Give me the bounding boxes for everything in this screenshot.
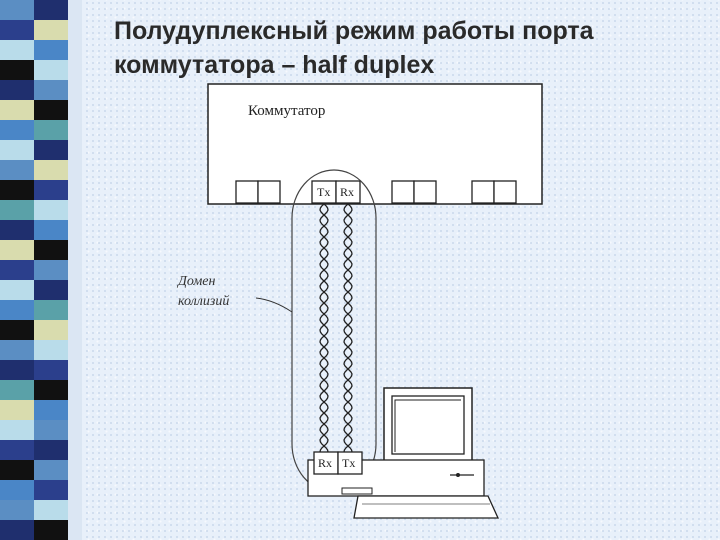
monitor-screen <box>391 395 465 455</box>
stripe-block <box>0 480 34 500</box>
stripe-block <box>0 0 34 20</box>
stripe-block <box>0 60 34 80</box>
stripe-block <box>0 520 34 540</box>
stripe-block <box>34 40 68 60</box>
stripe-block <box>34 320 68 340</box>
collision-domain-outline <box>291 169 377 493</box>
switch-port-group-active <box>311 180 361 204</box>
cable-strand <box>319 203 329 453</box>
stripe-block <box>0 460 34 480</box>
stripe-block <box>34 300 68 320</box>
keyboard <box>353 495 500 519</box>
switch-port-tx-label: Tx <box>317 185 331 199</box>
stripe-block <box>0 20 34 40</box>
collision-domain-label: Домен коллизий <box>178 272 229 312</box>
stripe-block <box>0 300 34 320</box>
collision-domain-label-line1: Домен <box>178 274 216 289</box>
switch-port-group-4 <box>471 180 517 204</box>
switch-port-rx-label: Rx <box>340 185 355 199</box>
switch-port-group-1 <box>235 180 281 204</box>
stripe-block <box>34 420 68 440</box>
collision-domain-label-line2: коллизий <box>178 294 230 309</box>
stripe-block <box>0 180 34 200</box>
stripe-block <box>34 160 68 180</box>
stripe-block <box>0 80 34 100</box>
stripe-block <box>34 0 68 20</box>
host-port-group <box>313 451 363 475</box>
slide-title-line1: Полудуплексный режим работы порта <box>114 17 594 45</box>
stripe-block <box>0 260 34 280</box>
slide-title: Полудуплексный режим работы порта коммут… <box>114 14 704 82</box>
decorative-stripe-bar <box>0 0 82 540</box>
stripe-block <box>0 160 34 180</box>
stripe-block <box>34 20 68 40</box>
stripe-block <box>34 100 68 120</box>
stripe-block <box>0 40 34 60</box>
stripe-block <box>0 120 34 140</box>
host-port-rx-label: Rx <box>318 456 333 470</box>
stripe-block <box>0 200 34 220</box>
stripe-block <box>34 520 68 540</box>
switch-port-group-3 <box>391 180 437 204</box>
stripe-block <box>0 220 34 240</box>
cable-strand <box>319 203 329 453</box>
stripe-block <box>34 280 68 300</box>
cable-strand <box>343 203 353 453</box>
stripe-block <box>34 400 68 420</box>
switch-label: Коммутатор <box>248 103 326 119</box>
stripe-block <box>34 140 68 160</box>
stripe-block <box>0 100 34 120</box>
stripe-block <box>34 120 68 140</box>
stripe-block <box>34 380 68 400</box>
stripe-block <box>34 460 68 480</box>
stripe-block <box>0 360 34 380</box>
stripe-block <box>34 80 68 100</box>
stripe-block <box>0 320 34 340</box>
stripe-block <box>0 500 34 520</box>
collision-domain-pointer <box>255 297 293 313</box>
stripe-block <box>34 340 68 360</box>
stripe-block <box>34 60 68 80</box>
stripe-block <box>34 260 68 280</box>
stripe-block <box>34 200 68 220</box>
cable-strand <box>343 203 353 453</box>
stripe-block <box>34 440 68 460</box>
stripe-block <box>34 480 68 500</box>
stripe-block <box>34 360 68 380</box>
stripe-block <box>0 380 34 400</box>
host-port-tx-label: Tx <box>342 456 356 470</box>
stripe-edge <box>68 0 82 540</box>
stripe-block <box>0 340 34 360</box>
stripe-block <box>0 280 34 300</box>
computer-icon <box>307 387 500 519</box>
stripe-block <box>34 180 68 200</box>
stripe-block <box>0 440 34 460</box>
stripe-block <box>0 420 34 440</box>
twisted-pair-cables <box>319 203 353 453</box>
slide-title-line2: коммутатора – half duplex <box>114 51 435 79</box>
stripe-block <box>34 220 68 240</box>
stripe-block <box>0 400 34 420</box>
stripe-block <box>34 500 68 520</box>
stripe-block <box>0 240 34 260</box>
stripe-block <box>34 240 68 260</box>
stripe-block <box>0 140 34 160</box>
